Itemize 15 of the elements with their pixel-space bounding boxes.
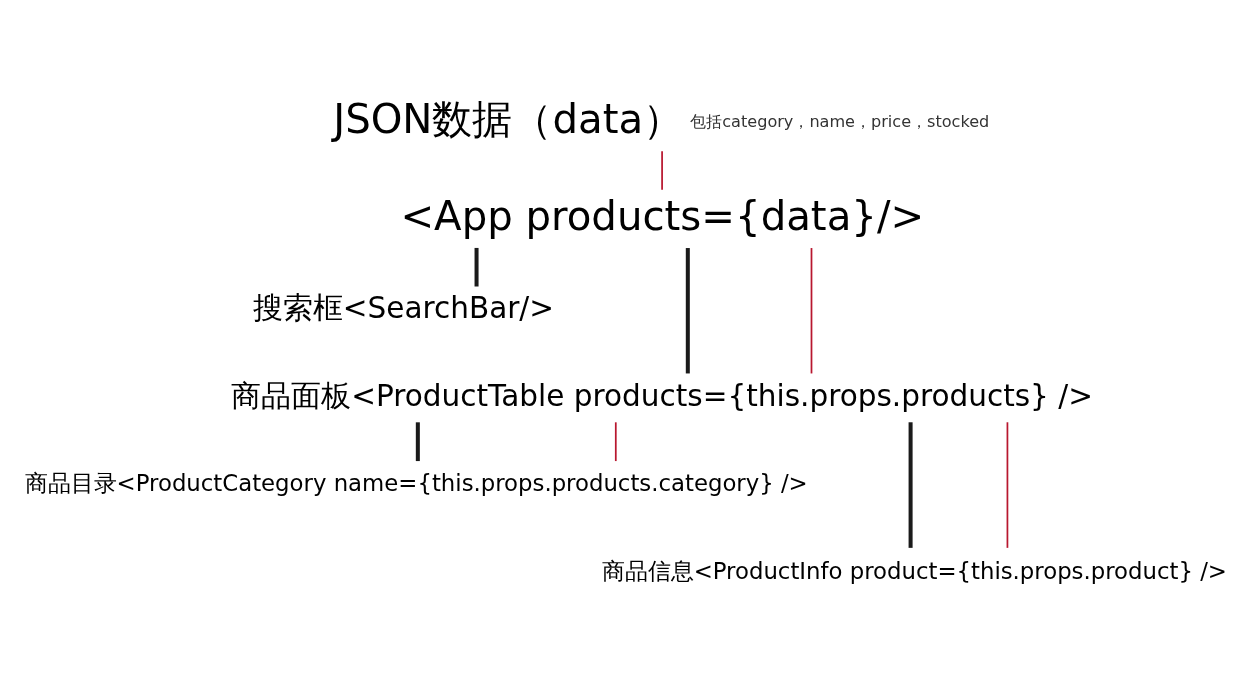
connector: [810, 247, 813, 375]
connector: [614, 421, 617, 462]
connector: [474, 247, 479, 287]
node-text: <App products={data}/>: [400, 192, 925, 239]
node-text: 商品面板<ProductTable products={this.props.products} />: [231, 378, 1093, 413]
connector: [415, 422, 420, 462]
node-text: 商品信息<ProductInfo product={this.props.product} />: [601, 557, 1227, 584]
connector: [1006, 421, 1009, 549]
node-label: 包括category，name，price，stocked: [690, 112, 990, 132]
node-text: 搜索框<SearchBar/>: [252, 291, 555, 326]
node-text: 商品目录<ProductCategory name={this.props.products.category} />: [24, 470, 808, 497]
node-text: JSON数据（data）: [333, 95, 684, 142]
connector: [661, 150, 663, 191]
connector: [685, 248, 690, 374]
connector: [908, 422, 913, 548]
